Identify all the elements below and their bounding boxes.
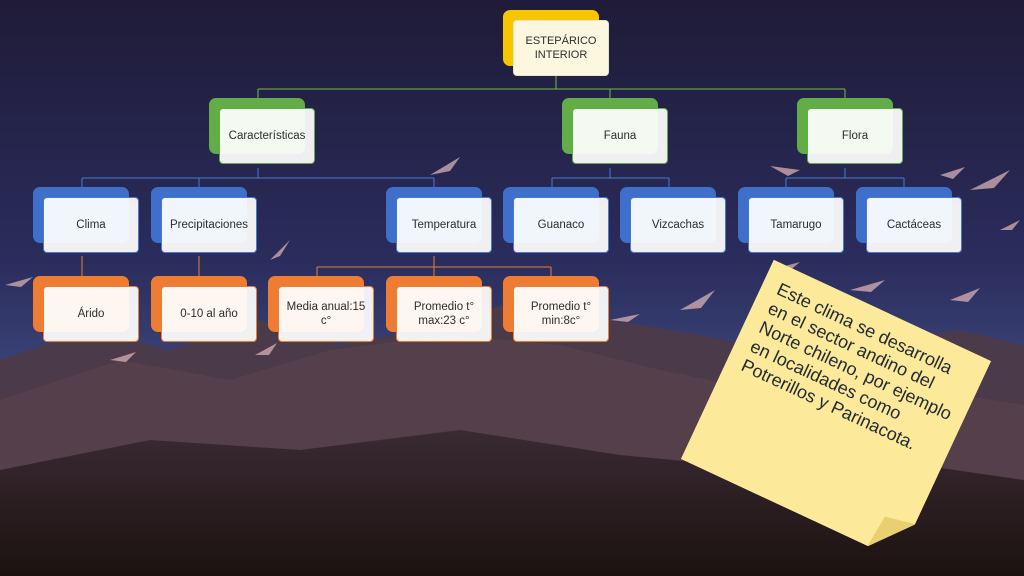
node-media-anual: Media anual:15 c° <box>268 276 376 342</box>
node-tamarugo: Tamarugo <box>738 187 846 253</box>
node-flora: Flora <box>797 98 905 164</box>
node-precipitaciones: Precipitaciones <box>151 187 259 253</box>
mountain-front <box>0 430 1024 576</box>
node-promedio-min: Promedio t° min:8c° <box>503 276 611 342</box>
node-root: ESTEPÁRICO INTERIOR <box>503 10 611 76</box>
node-fauna: Fauna <box>562 98 670 164</box>
node-cactaceas: Cactáceas <box>856 187 964 253</box>
node-temperatura: Temperatura <box>386 187 494 253</box>
node-guanaco: Guanaco <box>503 187 611 253</box>
node-caracteristicas: Características <box>209 98 317 164</box>
node-precipitacion-valor: 0-10 al año <box>151 276 259 342</box>
node-arido: Árido <box>33 276 141 342</box>
node-vizcachas: Vizcachas <box>620 187 728 253</box>
node-clima: Clima <box>33 187 141 253</box>
node-promedio-max: Promedio t° max:23 c° <box>386 276 494 342</box>
